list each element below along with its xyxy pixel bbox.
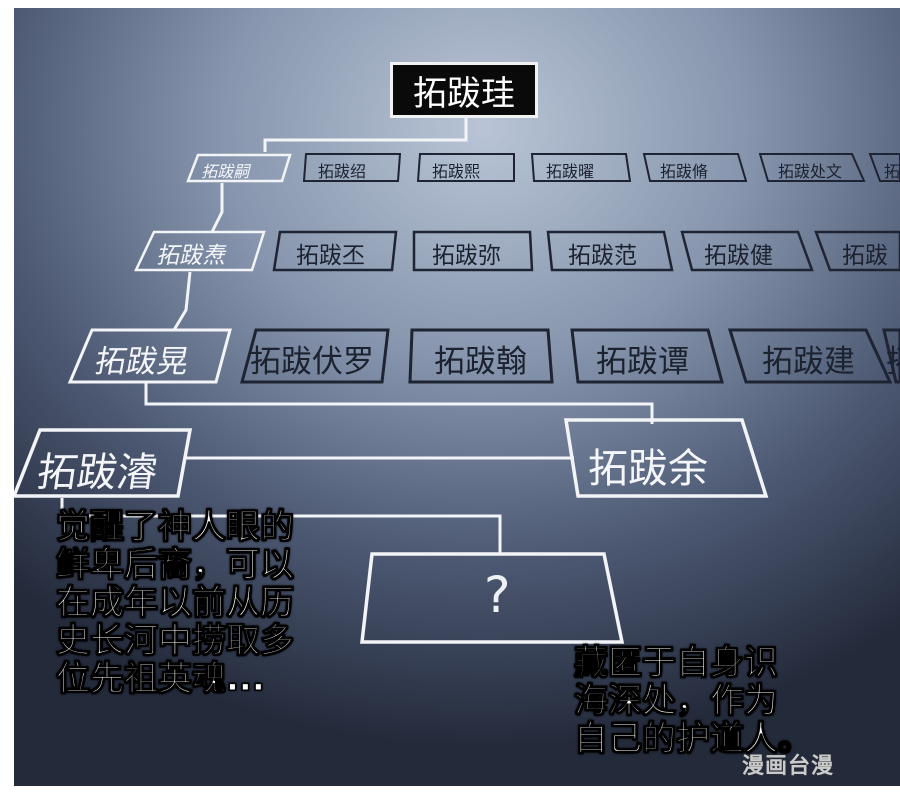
box-row3-sib-2 — [408, 328, 554, 384]
label-row1-sib-4: 拓跋脩 — [660, 162, 709, 181]
box-row2-sib-3 — [546, 230, 674, 272]
box-unknown-descendant — [360, 552, 625, 644]
box-row1-sib-4 — [642, 153, 748, 182]
label-row2-sib-2: 拓跋弥 — [432, 243, 501, 269]
row-1 — [186, 153, 900, 183]
box-row4-sib-1 — [563, 418, 769, 498]
family-tree-diagram — [14, 118, 900, 644]
label-row3-sib-2: 拓跋翰 — [434, 344, 527, 380]
tree-connectors — [60, 118, 654, 554]
box-row1-main — [186, 153, 292, 183]
box-row3-sib-5 — [882, 328, 900, 384]
connector-row3-yu — [144, 383, 654, 424]
label-row3-main: 拓跋晃 — [92, 344, 192, 380]
label-row1-sib-5: 拓跋处文 — [778, 162, 843, 181]
connector-jun-unknown — [60, 498, 502, 554]
label-row3-sib-3: 拓跋谭 — [596, 344, 689, 380]
box-row1-sib-6 — [868, 153, 900, 182]
label-row1-sib-3: 拓跋曜 — [546, 162, 595, 181]
label-row1-sib-2: 拓跋熙 — [432, 162, 481, 181]
caption-left-line-3: 在成年以前从历 — [56, 583, 295, 624]
unknown-descendant-mark: ? — [484, 566, 511, 624]
label-row2-sib-5: 拓跋 — [842, 243, 888, 269]
title-text: 拓跋珪 — [413, 73, 515, 114]
label-row4-main: 拓跋濬 — [34, 450, 161, 496]
box-row4-main — [14, 428, 193, 498]
label-row1-main: 拓跋嗣 — [200, 162, 254, 181]
comic-panel — [14, 8, 900, 786]
label-row1-sib-1: 拓跋绍 — [318, 162, 367, 181]
row-2 — [134, 230, 900, 272]
label-row2-sib-1: 拓跋丕 — [296, 243, 365, 269]
watermark: 漫画台漫 — [742, 754, 835, 779]
box-row3-main — [67, 328, 232, 384]
box-row2-sib-2 — [412, 230, 534, 272]
label-row3-sib-5: 拓 — [886, 336, 900, 381]
label-row4-sib-1: 拓跋余 — [588, 446, 708, 492]
label-row3-sib-1: 拓跋伏罗 — [250, 344, 374, 380]
caption-left: 觉醒了神人眼的 鲜卑后裔，可以 在成年以前从历 史长河中捞取多 位先祖英魂... — [56, 507, 356, 700]
connector-row2-row3 — [172, 271, 192, 331]
label-row3-sib-4: 拓跋建 — [762, 344, 855, 380]
box-row1-sib-3 — [530, 153, 632, 182]
box-row3-sib-3 — [570, 328, 724, 384]
box-row3-sib-1 — [240, 328, 390, 384]
box-row3-sib-4 — [727, 328, 893, 384]
row-4 — [14, 418, 769, 498]
caption-right-line-3: 自己的护道人。 — [574, 719, 813, 760]
caption-right-line-2: 海深处，作为 — [574, 681, 779, 722]
box-row2-main — [134, 230, 266, 272]
box-row2-sib-1 — [272, 230, 398, 272]
box-row1-sib-1 — [302, 153, 402, 182]
label-row2-sib-3: 拓跋范 — [568, 243, 637, 269]
box-row1-sib-5 — [758, 153, 866, 182]
row-3 — [67, 328, 900, 384]
box-row2-sib-4 — [680, 230, 814, 272]
label-row2-sib-4: 拓跋健 — [704, 243, 773, 269]
caption-left-line-5: 位先祖英魂... — [56, 659, 266, 700]
caption-left-line-2: 鲜卑后裔，可以 — [56, 545, 295, 586]
label-row2-main: 拓跋焘 — [154, 243, 230, 269]
caption-left-line-4: 史长河中捞取多 — [56, 621, 295, 662]
caption-left-line-1: 觉醒了神人眼的 — [56, 507, 295, 547]
connector-title-row1 — [263, 118, 468, 152]
connector-row1-row2 — [210, 183, 224, 233]
caption-right-line-1: 藏匿于自身识 — [574, 643, 779, 683]
title-box: 拓跋珪 — [390, 62, 538, 118]
box-row1-sib-2 — [416, 153, 515, 182]
box-row2-sib-5 — [814, 230, 900, 272]
label-row1-sib-6: 拓 — [884, 162, 900, 181]
caption-right: 藏匿于自身识 海深处，作为 自己的护道人。 — [574, 643, 834, 760]
